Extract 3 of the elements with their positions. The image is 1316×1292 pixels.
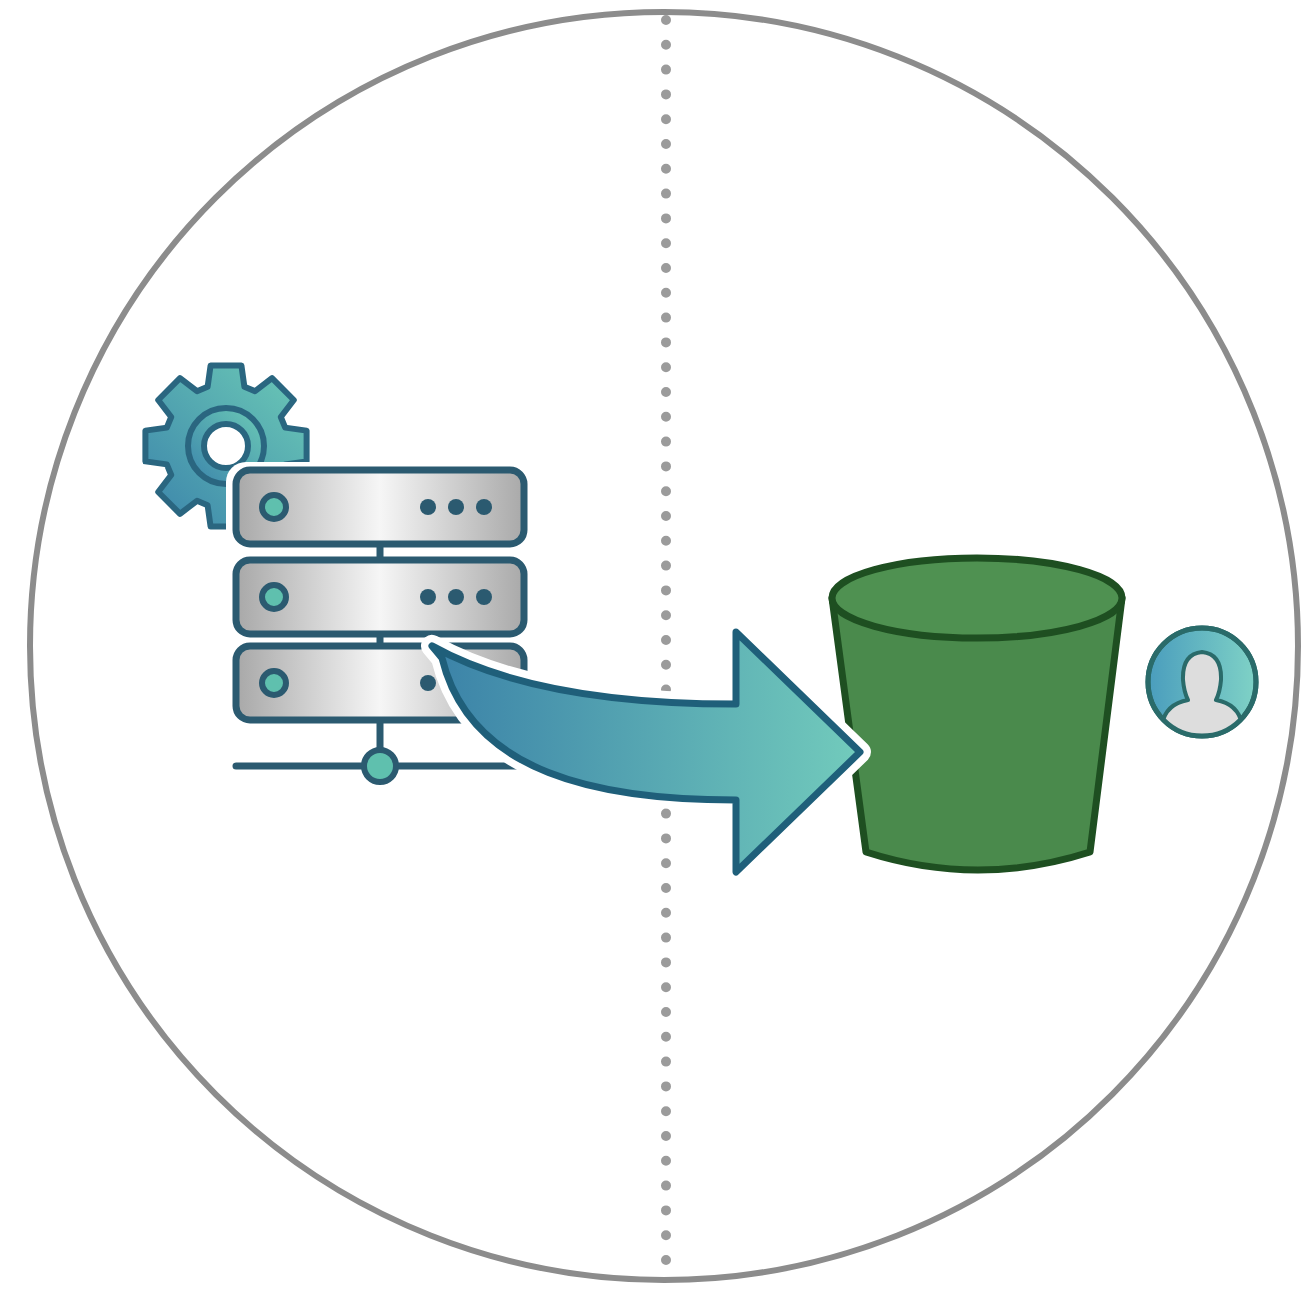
server-gear-illustration	[136, 360, 528, 788]
user-avatar-icon	[1144, 624, 1260, 740]
curved-block-arrow	[428, 628, 864, 876]
